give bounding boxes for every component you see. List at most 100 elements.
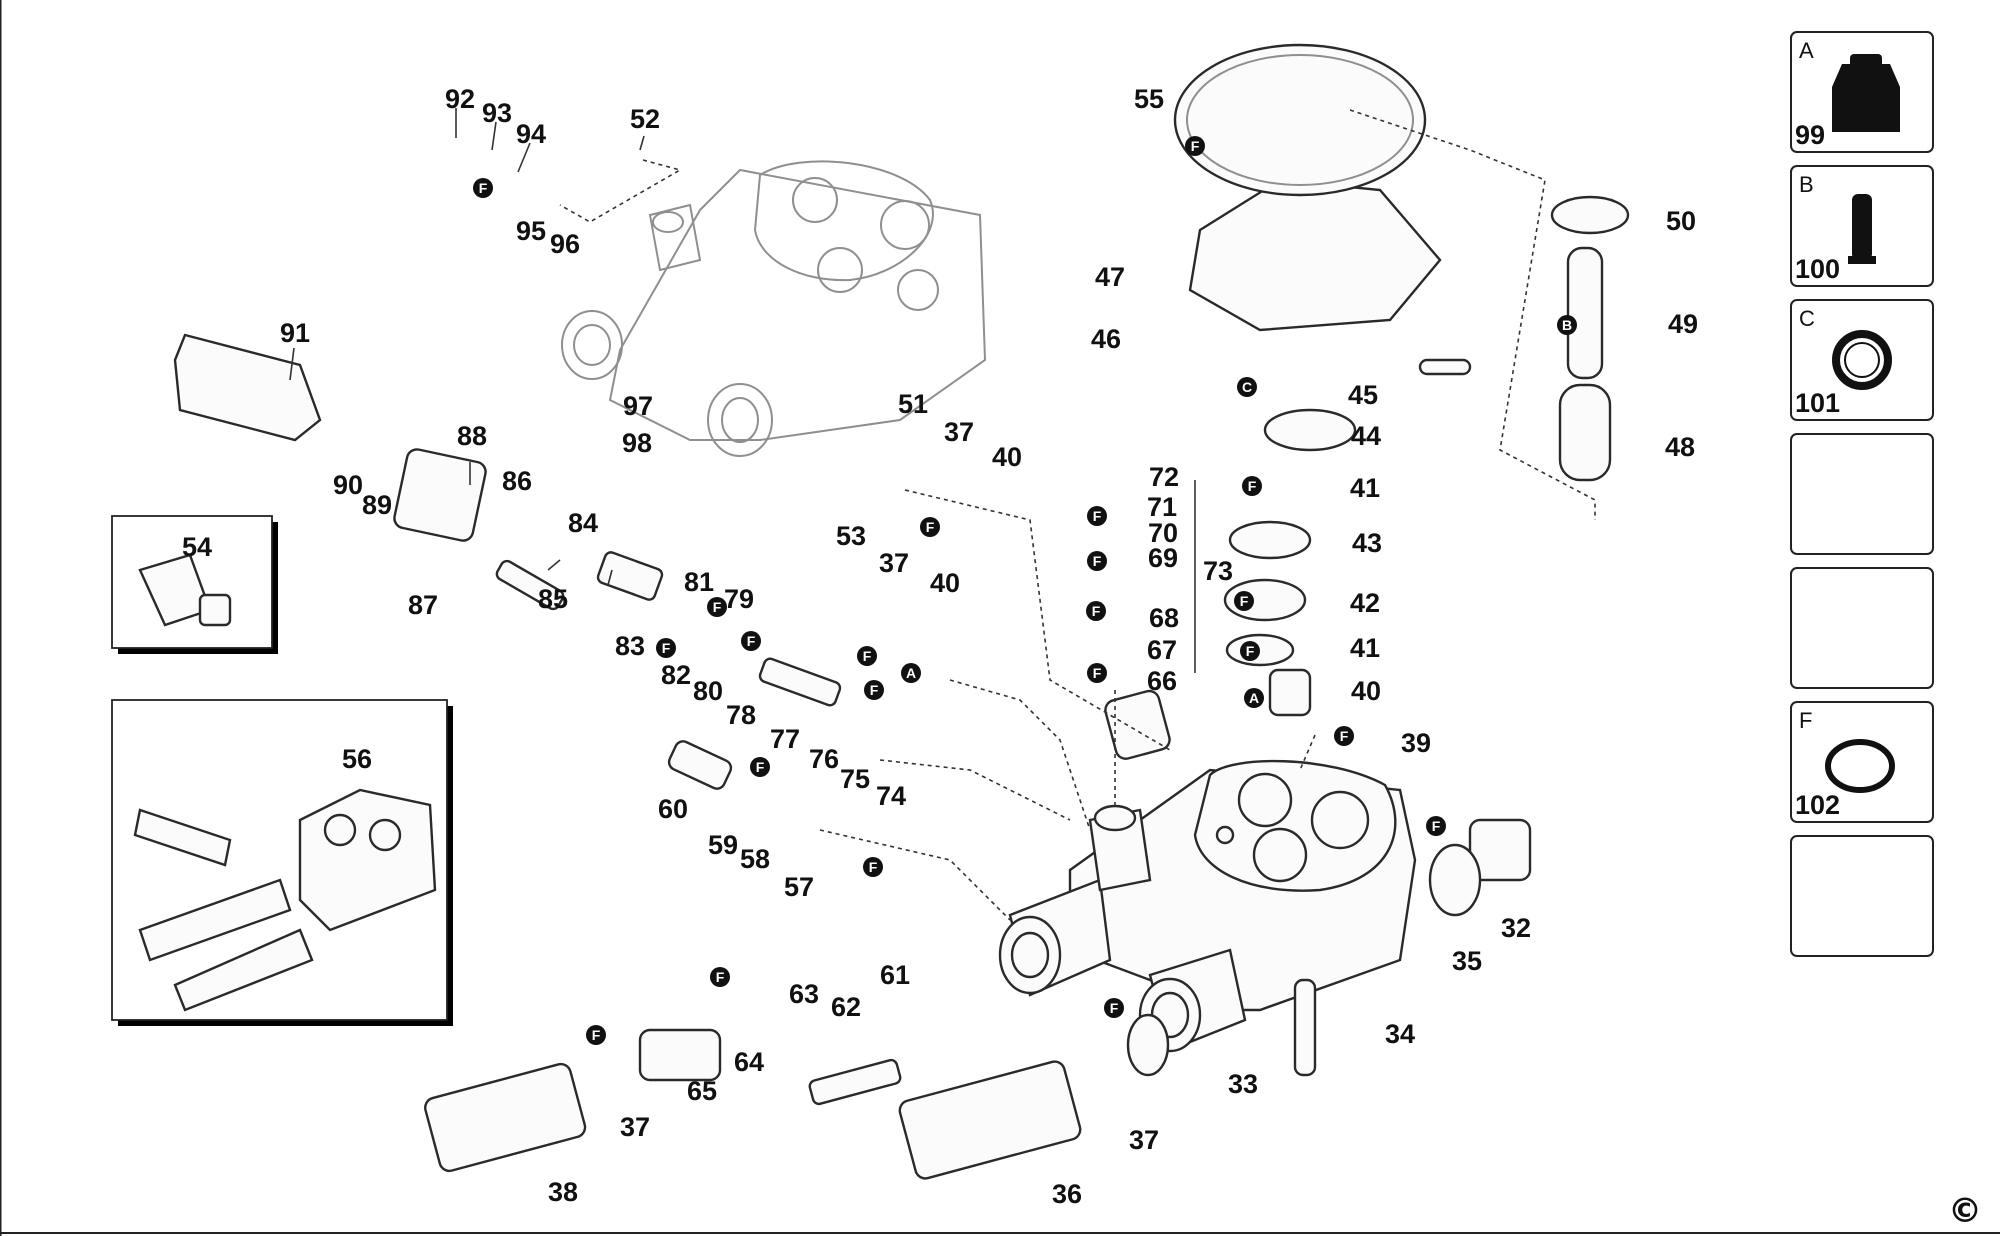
badge-f: F [750,757,770,777]
callout-90: 90 [333,470,363,500]
callout-42: 42 [1350,588,1380,618]
callout-97: 97 [623,391,653,421]
badge-a: A [1244,688,1264,708]
badge-f: F [1334,726,1354,746]
svg-text:F: F [1248,478,1257,494]
callout-37: 37 [620,1112,650,1142]
kit-letter: B [1799,172,1814,197]
o-ring-icon [1825,739,1895,793]
callout-60: 60 [658,794,688,824]
callout-44: 44 [1351,421,1381,451]
callout-32: 32 [1501,913,1531,943]
callout-39: 39 [1401,728,1431,758]
svg-text:F: F [1093,508,1102,524]
badge-f: F [656,638,676,658]
callout-35: 35 [1452,946,1482,976]
badge-c: C [1237,377,1257,397]
badge-f: F [741,631,761,651]
callout-69: 69 [1148,543,1178,573]
callout-58: 58 [740,844,770,874]
svg-text:F: F [863,648,872,664]
svg-text:F: F [479,180,488,196]
callout-40: 40 [1351,676,1381,706]
svg-text:F: F [1092,603,1101,619]
callout-76: 76 [809,744,839,774]
callout-48: 48 [1665,432,1695,462]
badge-f: F [920,517,940,537]
callout-72: 72 [1149,462,1179,492]
svg-text:F: F [926,519,935,535]
kit-box-a: A 99 [1790,31,1934,153]
callout-68: 68 [1149,603,1179,633]
badge-f: F [707,597,727,617]
callout-36: 36 [1052,1179,1082,1209]
svg-text:F: F [747,633,756,649]
inset-56-box [111,699,453,1026]
svg-text:C: C [1242,379,1252,395]
piston-icon [1848,194,1876,264]
svg-text:F: F [592,1027,601,1043]
svg-text:F: F [1432,818,1441,834]
callout-63: 63 [789,979,819,1009]
callout-93: 93 [482,98,512,128]
callout-83: 83 [615,631,645,661]
callout-41: 41 [1350,633,1380,663]
callout-37: 37 [879,548,909,578]
copyright-mark: © [1948,1191,1982,1231]
callout-57: 57 [784,872,814,902]
unloader-parts [173,43,1630,1180]
callout-91: 91 [280,318,310,348]
badge-f: F [1242,476,1262,496]
callout-47: 47 [1095,262,1125,292]
kit-letter: F [1799,708,1812,733]
callout-45: 45 [1348,380,1378,410]
callout-51: 51 [898,389,928,419]
callout-62: 62 [831,992,861,1022]
callout-75: 75 [840,764,870,794]
kit-number: 99 [1795,120,1825,150]
badge-f: F [1087,506,1107,526]
callout-50: 50 [1666,206,1696,236]
svg-text:F: F [869,859,878,875]
badge-a: A [901,663,921,683]
callout-37: 37 [944,417,974,447]
svg-text:F: F [1093,553,1102,569]
badge-f: F [1426,816,1446,836]
inset-54-box [111,515,278,654]
callout-41: 41 [1350,473,1380,503]
badge-f: F [1234,591,1254,611]
badge-f: F [710,967,730,987]
kit-letter: A [1799,38,1814,63]
callout-98: 98 [622,428,652,458]
badge-f: F [1086,601,1106,621]
leader-lines [289,108,1596,921]
kit-number: 102 [1795,790,1840,820]
svg-text:B: B [1562,317,1572,333]
badge-f: F [863,857,883,877]
callout-89: 89 [362,490,392,520]
callout-52: 52 [630,104,660,134]
callout-40: 40 [930,568,960,598]
badge-f: F [864,680,884,700]
svg-text:A: A [906,665,916,681]
ghost-manifold [561,160,987,457]
svg-text:F: F [870,682,879,698]
callout-77: 77 [770,724,800,754]
callout-40: 40 [992,442,1022,472]
callout-37: 37 [1129,1125,1159,1155]
callout-79: 79 [724,584,754,614]
callout-81: 81 [684,567,714,597]
svg-text:F: F [1240,593,1249,609]
callout-38: 38 [548,1177,578,1207]
callout-85: 85 [538,584,568,614]
kit-box-empty-4 [1790,567,1934,689]
callout-46: 46 [1091,324,1121,354]
svg-text:A: A [1249,690,1259,706]
kit-box-empty-3 [1790,433,1934,555]
svg-text:F: F [1110,1000,1119,1016]
callout-94: 94 [516,119,546,149]
callout-86: 86 [502,466,532,496]
